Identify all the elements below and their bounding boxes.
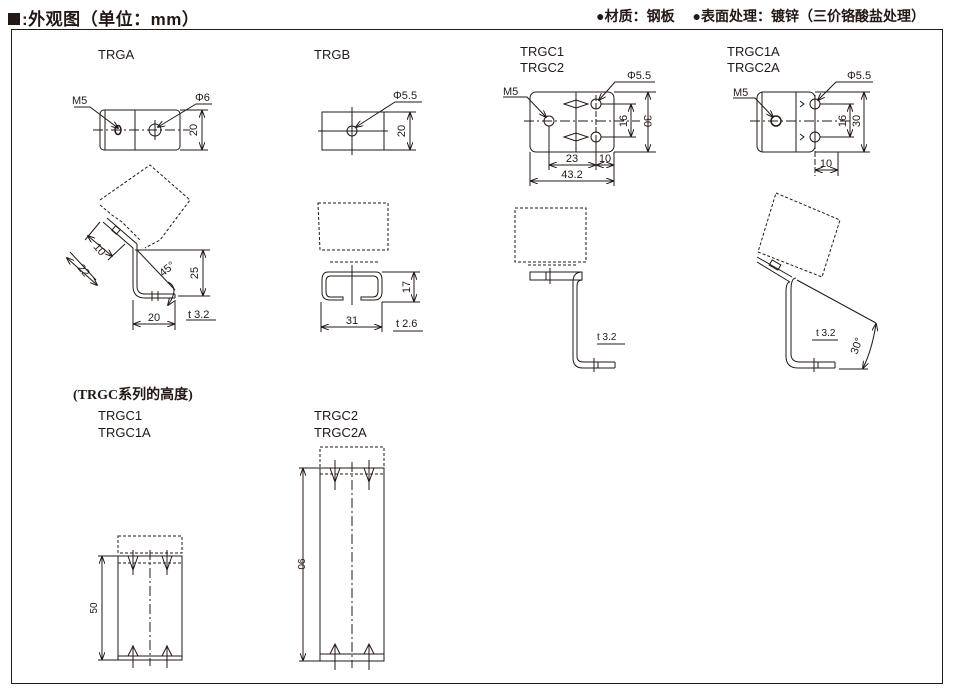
label-trgb: TRGB bbox=[314, 47, 351, 62]
trgca-dim-b-label: 10 bbox=[820, 158, 832, 170]
trgb-hole-label: Φ5.5 bbox=[393, 90, 417, 102]
trga-top-view bbox=[74, 103, 212, 151]
trga-offset-label: 10 bbox=[91, 241, 108, 258]
drawing-frame bbox=[11, 29, 943, 684]
trga-depth-label: 20 bbox=[148, 312, 160, 324]
trga-hole-label: Φ6 bbox=[195, 92, 210, 104]
height-view-90 bbox=[299, 446, 385, 670]
label-trgc1: TRGC1 bbox=[520, 44, 565, 59]
trgca-hole-label: Φ5.5 bbox=[847, 70, 871, 82]
label-trgc2a: TRGC2A bbox=[727, 60, 780, 75]
trgc-dim-a-label: 23 bbox=[566, 153, 578, 165]
phi5-5-hole bbox=[346, 125, 358, 137]
height-section-title: (TRGC系列的高度) bbox=[73, 388, 193, 403]
trgca-angle-label: 30° bbox=[849, 336, 866, 356]
trga-m5-label: M5 bbox=[72, 95, 87, 107]
height-90-label: 90 bbox=[295, 558, 306, 570]
label-height-trgc2a: TRGC2A bbox=[314, 425, 367, 440]
trgc-m5-label: M5 bbox=[503, 86, 518, 98]
trgb-profile-view bbox=[317, 202, 423, 332]
label-height-trgc2: TRGC2 bbox=[314, 408, 359, 423]
trgc-top-view bbox=[503, 81, 656, 186]
phi6-leader bbox=[158, 103, 212, 127]
trga-side-view bbox=[67, 164, 216, 330]
trgca-m5-label: M5 bbox=[733, 87, 748, 99]
label-height-trgc1a: TRGC1A bbox=[98, 425, 151, 440]
trga-height-label: 20 bbox=[188, 124, 200, 136]
trgc-height-label: 30 bbox=[641, 115, 653, 127]
square-bullet-icon bbox=[8, 13, 20, 25]
trgca-side-view bbox=[756, 192, 876, 372]
title-text: 外观图（单位：mm） bbox=[28, 10, 200, 29]
trga-width-label: 22 bbox=[75, 262, 92, 279]
trgca-top-view bbox=[733, 81, 873, 176]
label-trgc1a: TRGC1A bbox=[727, 44, 780, 59]
label-trgc2: TRGC2 bbox=[520, 60, 565, 75]
height-50-label: 50 bbox=[89, 602, 100, 614]
surface-note: ●表面处理：镀锌（三价铬酸盐处理） bbox=[692, 8, 925, 24]
trgb-profile-width-label: 31 bbox=[346, 315, 358, 327]
material-note: ●材质：钢板 bbox=[596, 8, 675, 24]
m5-hole bbox=[770, 115, 782, 127]
spec-notes: ●材质：钢板 ●表面处理：镀锌（三价铬酸盐处理） bbox=[582, 6, 925, 26]
trgb-height-label: 20 bbox=[396, 125, 408, 137]
label-trga: TRGA bbox=[98, 47, 135, 62]
trgb-top-view bbox=[318, 101, 422, 155]
trgc-dim-b-label: 10 bbox=[599, 153, 611, 165]
trgc-length-label: 43.2 bbox=[561, 169, 582, 181]
title-prefix: : bbox=[22, 10, 29, 29]
trgb-profile-height-label: 17 bbox=[401, 281, 413, 293]
trgca-thickness-label: t 3.2 bbox=[816, 328, 836, 339]
trgc-hole-label: Φ5.5 bbox=[627, 70, 651, 82]
trgca-height-label: 30 bbox=[851, 115, 863, 127]
m5-leader bbox=[74, 106, 118, 128]
trgc-thickness-label: t 3.2 bbox=[597, 332, 617, 343]
trga-thickness-label: t 3.2 bbox=[188, 309, 209, 321]
trgca-pitch-label: 16 bbox=[837, 115, 849, 127]
label-height-trgc1: TRGC1 bbox=[98, 408, 143, 423]
trga-angle-label: 45° bbox=[157, 259, 177, 279]
height-view-50 bbox=[98, 535, 183, 668]
trga-rise-label: 25 bbox=[189, 267, 201, 279]
page-title: :外观图（单位：mm） bbox=[8, 5, 199, 30]
trgc-pitch-label: 16 bbox=[618, 115, 630, 127]
trgb-thickness-label: t 2.6 bbox=[396, 318, 417, 330]
trgc-side-view bbox=[514, 207, 625, 372]
